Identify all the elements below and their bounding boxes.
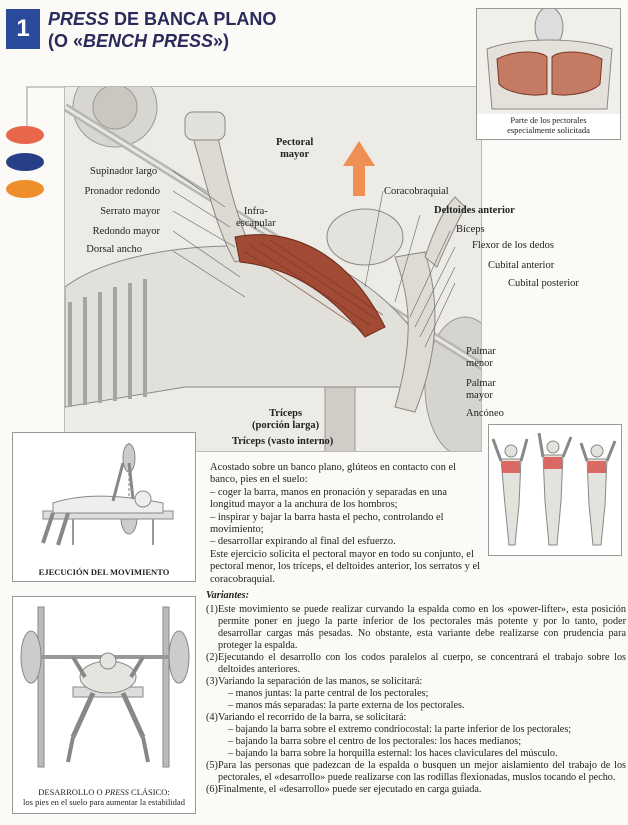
variants-title: Variantes: [206,590,250,601]
variant-text: – bajando la barra sobre la horquilla es… [228,748,558,759]
variant-number: (4) [206,712,218,723]
variant-text: Variando el recorrido de la barra, se so… [218,712,407,723]
development-inset-caption: DESARROLLO O PRESS CLÁSICO: los pies en … [13,787,195,807]
label-palmar-mayor: Palmar mayor [466,378,496,401]
desc-line: – desarrollar expirando al final del esf… [210,536,396,548]
desc-line: Este ejercicio solicita el pectoral mayo… [210,548,481,585]
variant-number: (3) [206,676,218,687]
variant-text: – manos juntas: la parte central de los … [228,688,429,699]
label-infraescapular: Infra- escapular [236,206,276,229]
variant-item: – manos más separadas: la parte externa … [206,700,626,712]
title-paren-close: ») [213,31,230,51]
dev-caption-pre: DESARROLLO O [38,787,105,797]
pectoral-inset: Parte de los pectorales especialmente so… [476,8,621,140]
label-redondo-mayor: Redondo mayor [92,226,160,237]
variant-item: – bajando la barra sobre el extremo cond… [206,724,626,736]
orange-dot [6,180,44,198]
label-palmar-menor: Palmar menor [466,346,496,369]
label-serrato-mayor: Serrato mayor [100,206,160,217]
desc-line: – inspirar y bajar la barra hasta el pec… [210,511,444,536]
navy-dot [6,153,44,171]
variant-number: (6) [206,784,218,795]
page-title: PRESS DE BANCA PLANO (O «BENCH PRESS») [48,8,276,52]
label-dorsal-ancho: Dorsal ancho [86,244,142,255]
variant-item: – bajando la barra sobre la horquilla es… [206,748,626,760]
variant-number: (1) [206,604,218,615]
variant-item: (2)Ejecutando el desarrollo con los codo… [206,652,626,676]
variant-text: – bajando la barra sobre el extremo cond… [228,724,572,735]
variant-number: (2) [206,652,218,663]
exercise-description: Acostado sobre un banco plano, glúteos e… [210,462,482,586]
three-anatomy-figures [491,432,617,546]
development-inset: DESARROLLO O PRESS CLÁSICO: los pies en … [12,596,196,814]
variant-item: (3)Variando la separación de las manos, … [206,676,626,688]
label-ancóneo: Ancóneo [466,408,504,419]
variant-text: Ejecutando el desarrollo con los codos p… [218,652,626,675]
exercise-number-badge: 1 [6,9,40,49]
variant-item: (1)Este movimiento se puede realizar cur… [206,604,626,652]
variant-number [216,688,228,700]
variant-text: Variando la separación de las manos, se … [218,676,423,687]
category-dots [6,126,44,207]
variant-item: – manos juntas: la parte central de los … [206,688,626,700]
desc-line: – coger la barra, manos en pronación y s… [210,486,448,511]
variant-number [216,724,228,736]
variant-number: (5) [206,760,218,771]
variant-number [216,736,228,748]
label-triceps-porcion-larga: Tríceps (porción larga) [252,408,320,431]
variant-item: (6)Finalmente, el «desarrollo» puede ser… [206,784,626,796]
label-triceps-vasto-interno: Tríceps (vasto interno) [232,436,334,447]
label-cubital-anterior: Cubital anterior [488,260,555,271]
variant-text: – manos más separadas: la parte externa … [228,700,465,711]
title-english-name: BENCH PRESS [83,31,214,51]
label-deltoides-anterior: Deltoides anterior [434,205,515,216]
execution-inset-caption: EJECUCIÓN DEL MOVIMIENTO [38,567,170,577]
label-supinador-largo: Supinador largo [90,166,158,177]
variant-text: Para las personas que padezcan de la esp… [218,760,626,783]
dev-caption-italic: PRESS [104,787,129,797]
label-biceps: Bíceps [456,224,485,235]
label-pectoral-mayor: Pectoral mayor [276,137,314,160]
title-paren-open: (O « [48,31,84,51]
title-italic-word: PRESS [48,9,110,29]
connector-line [26,86,64,126]
dev-caption-sub: los pies en el suelo para aumentar la es… [23,797,185,807]
development-figure-drawing [20,606,190,768]
label-cubital-posterior: Cubital posterior [508,278,579,289]
execution-inset: EJECUCIÓN DEL MOVIMIENTO [12,432,196,582]
variant-number [216,700,228,712]
dev-caption-post: CLÁSICO: [128,787,170,797]
label-coracobraquial: Coracobraquial [384,186,449,197]
variants-list: (1)Este movimiento se puede realizar cur… [206,604,626,796]
desc-line: Acostado sobre un banco plano, glúteos e… [210,462,457,486]
pectoral-chest-drawing [477,9,620,114]
title-rest: DE BANCA PLANO [109,9,277,29]
variant-item: (4)Variando el recorrido de la barra, se… [206,712,626,724]
bench-press-anatomy-drawing [65,87,481,451]
label-pronador-redondo: Pronador redondo [84,186,160,197]
variant-text: Finalmente, el «desarrollo» puede ser ej… [218,784,482,795]
variant-item: – bajando la barra sobre el centro de lo… [206,736,626,748]
three-figures-inset [488,424,622,556]
main-anatomy-illustration [64,86,482,452]
pectoral-inset-caption: Parte de los pectorales especialmente so… [507,115,590,135]
label-flexor-dedos: Flexor de los dedos [472,240,554,251]
variants-section: Variantes: (1)Este movimiento se puede r… [206,590,626,796]
execution-figure-drawing [41,443,174,546]
variant-number [216,748,228,760]
orange-red-dot [6,126,44,144]
variant-text: Este movimiento se puede realizar curvan… [218,604,626,651]
variant-text: – bajando la barra sobre el centro de lo… [228,736,522,747]
variant-item: (5)Para las personas que padezcan de la … [206,760,626,784]
